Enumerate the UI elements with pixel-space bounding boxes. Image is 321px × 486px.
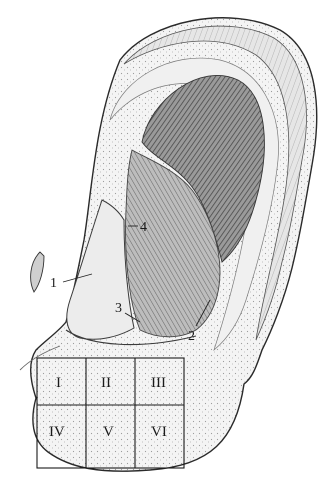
- callout-2: 2: [188, 329, 195, 344]
- callout-1: 1: [50, 276, 57, 291]
- zone-label-VI: VI: [151, 424, 167, 440]
- zone-label-V: V: [103, 424, 114, 440]
- zone-label-II: II: [101, 375, 111, 391]
- pretragal-fold: [31, 252, 44, 292]
- callout-4: 4: [140, 220, 147, 235]
- zone-label-IV: IV: [49, 424, 65, 440]
- zone-label-III: III: [151, 375, 166, 391]
- zone-label-I: I: [56, 375, 61, 391]
- callout-3: 3: [115, 301, 122, 316]
- tragus: [67, 200, 134, 339]
